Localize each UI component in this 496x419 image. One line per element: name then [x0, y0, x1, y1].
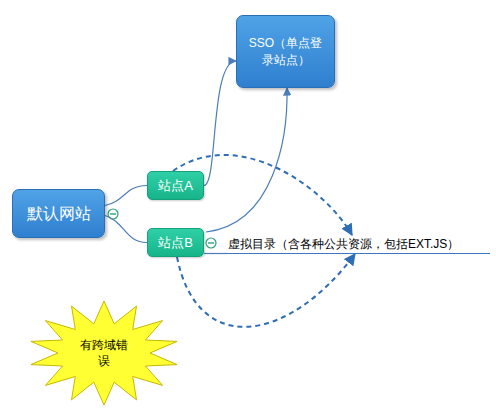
- connector-line: [204, 253, 228, 254]
- node-label: 有跨域错误: [76, 337, 132, 369]
- starburst-outline: [31, 301, 177, 405]
- sso-box: SSO（单点登录站点）: [236, 15, 335, 88]
- connector-line: [105, 186, 147, 206]
- topic-node: 虚拟目录（含各种公共资源，包括EXT.JS）: [228, 235, 490, 254]
- starburst-callout: 有跨域错误: [28, 300, 180, 406]
- node-label: 站点A: [158, 177, 193, 195]
- site-box: 站点B: [147, 228, 204, 257]
- node-label: 站点B: [158, 234, 193, 252]
- starburst-shape: [28, 300, 180, 406]
- connector-line: [204, 61, 236, 186]
- node-label: 默认网站: [27, 203, 91, 225]
- node-label: 虚拟目录（含各种公共资源，包括EXT.JS）: [228, 236, 459, 252]
- root-box: 默认网站: [12, 189, 105, 238]
- connector-line: [105, 216, 147, 243]
- collapse-symbol: [206, 238, 216, 248]
- connector-line: [206, 88, 287, 232]
- site-box: 站点A: [147, 171, 204, 200]
- dashed-arrow: [177, 254, 355, 327]
- node-label: SSO（单点登录站点）: [245, 35, 326, 67]
